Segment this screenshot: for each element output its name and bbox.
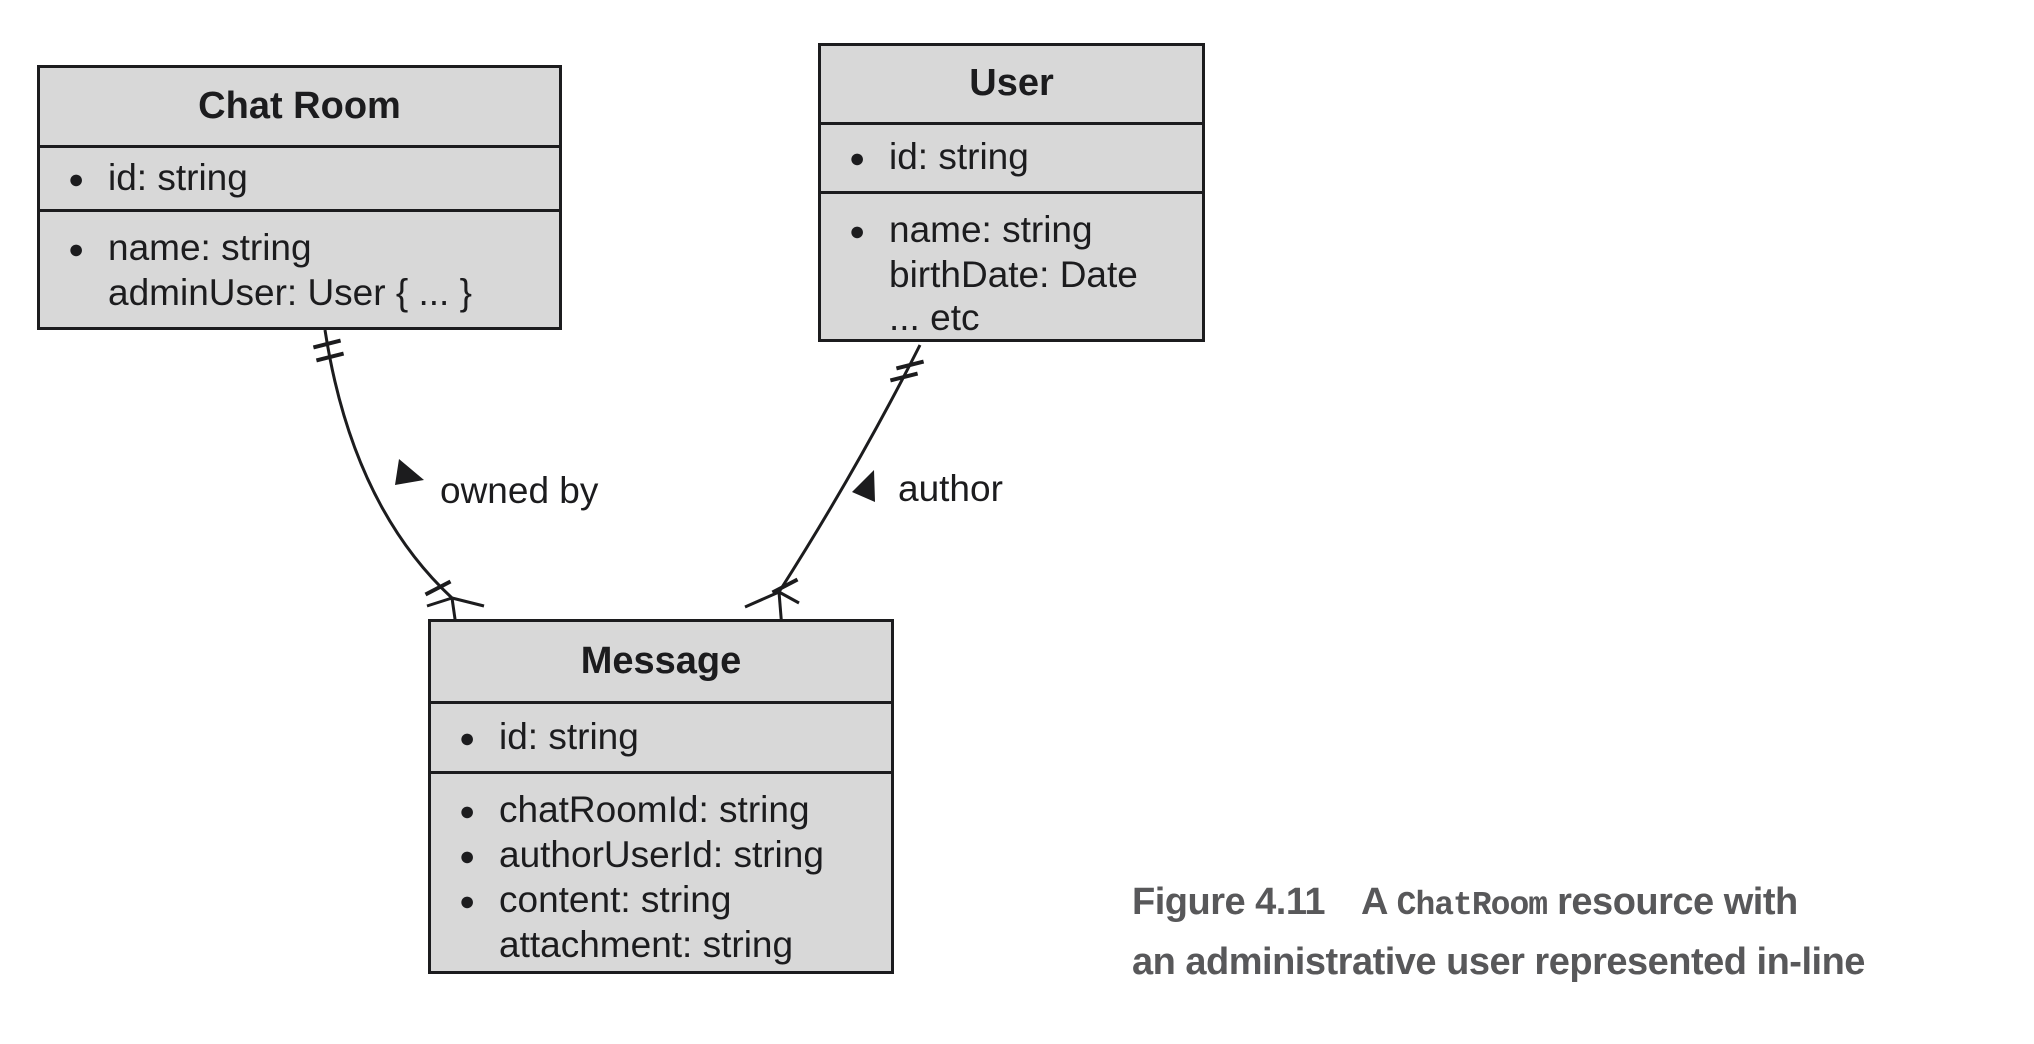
entity-message: Message ● id: string ● chatRoomId: string …	[428, 619, 894, 974]
tick-icon	[771, 577, 799, 595]
cardinality-one-ticks-icon	[312, 338, 345, 363]
field-text: name: string	[108, 227, 312, 268]
tick-icon	[424, 579, 452, 597]
entity-attributes-section: ● chatRoomId: string ● authorUserId: strin…	[431, 771, 891, 971]
relationship-label-owned-by: owned by	[440, 470, 599, 511]
relationship-author	[744, 344, 925, 630]
field-row: ● name: string	[40, 226, 559, 271]
crow-foot-prong	[451, 596, 485, 608]
field-row: ... etc	[821, 296, 1202, 339]
field-bullet-icon: ●	[849, 216, 866, 246]
field-bullet-icon: ●	[68, 234, 85, 264]
crow-foot-prong	[744, 590, 780, 609]
caption-text: resource with	[1547, 881, 1798, 923]
field-text: content: string	[499, 879, 732, 920]
field-text: authorUserId: string	[499, 834, 824, 875]
crow-foot-prong	[426, 596, 453, 608]
field-text: attachment: string	[499, 924, 794, 965]
caption-line-2: an administrative user represented in-li…	[1132, 941, 1865, 983]
relationship-label-author: author	[898, 468, 1003, 509]
caption-text: A	[1361, 881, 1397, 923]
field-text: id: string	[499, 716, 639, 757]
field-bullet-icon: ●	[68, 164, 85, 194]
figure-number: Figure 4.11	[1132, 881, 1326, 923]
entity-title: Chat Room	[198, 85, 401, 127]
entity-attributes-section: ● name: string adminUser: User { ... }	[40, 209, 559, 327]
field-bullet-icon: ●	[849, 143, 866, 174]
field-row: attachment: string	[431, 923, 891, 966]
field-text: adminUser: User { ... }	[108, 272, 472, 313]
field-row: ● content: string	[431, 878, 891, 923]
field-row: birthDate: Date	[821, 253, 1202, 296]
entity-attributes-section: ● name: string birthDate: Date ... etc	[821, 191, 1202, 339]
field-bullet-icon: ●	[459, 796, 476, 826]
field-row: ● chatRoomId: string	[431, 788, 891, 833]
entity-key-section: ● id: string	[821, 121, 1202, 191]
entity-title: User	[969, 62, 1054, 105]
field-bullet-icon: ●	[459, 841, 476, 871]
crow-foot-prong	[778, 590, 800, 605]
figure-caption: Figure 4.11 A ChatRoom resource with an a…	[1132, 874, 2032, 991]
field-text: birthDate: Date	[889, 254, 1138, 295]
entity-key-section: ● id: string	[431, 701, 891, 771]
tick-icon	[315, 351, 345, 363]
caption-line-1: Figure 4.11 A ChatRoom resource with	[1132, 874, 2032, 934]
field-row: ● id: string	[431, 715, 639, 760]
tick-icon	[889, 371, 919, 383]
field-row: adminUser: User { ... }	[40, 271, 559, 314]
field-row: ● id: string	[821, 135, 1029, 180]
field-text: chatRoomId: string	[499, 789, 810, 830]
field-row: ● name: string	[821, 208, 1202, 253]
entity-user: User ● id: string ● name: string birthDate…	[818, 43, 1205, 342]
field-text: id: string	[108, 157, 248, 198]
reading-direction-arrow-icon	[395, 459, 424, 485]
field-text: ... etc	[889, 297, 980, 338]
tick-icon	[312, 338, 342, 350]
field-row: ● authorUserId: string	[431, 833, 891, 878]
entity-key-section: ● id: string	[40, 145, 559, 209]
field-bullet-icon: ●	[459, 886, 476, 916]
entity-title: Message	[580, 640, 742, 682]
entity-chat-room: Chat Room ● id: string ● name: string admi…	[37, 65, 562, 330]
field-text: id: string	[889, 136, 1029, 178]
tick-icon	[895, 359, 925, 371]
field-row: ● id: string	[40, 156, 248, 201]
field-bullet-icon: ●	[459, 723, 476, 753]
relationship-line-owned-by	[323, 329, 454, 600]
caption-code-chatroom: ChatRoom	[1396, 887, 1548, 924]
reading-direction-arrow-icon	[852, 470, 875, 502]
cardinality-one-ticks-icon	[889, 359, 925, 383]
field-text: name: string	[889, 209, 1093, 250]
